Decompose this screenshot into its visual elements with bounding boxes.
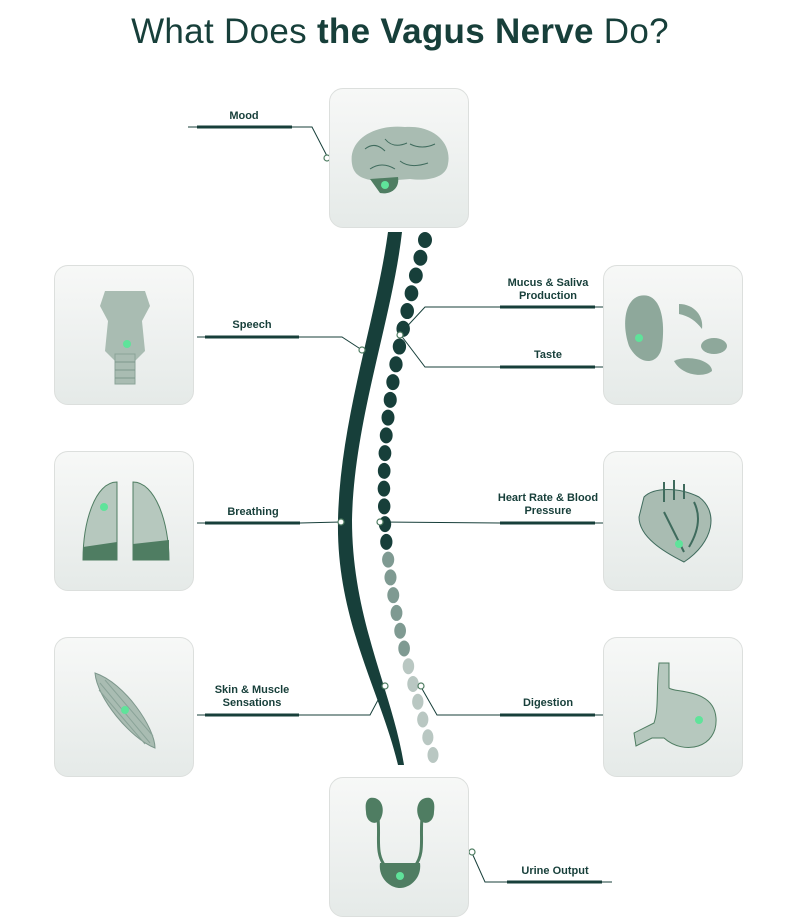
vertebra: [392, 338, 407, 355]
vertebra: [422, 729, 434, 746]
vertebra: [377, 462, 391, 479]
brain-card: [329, 88, 469, 228]
vertebra: [417, 711, 429, 728]
vertebra: [398, 640, 410, 657]
vertebra: [377, 480, 391, 497]
vertebra: [389, 356, 403, 373]
vertebra: [407, 675, 419, 692]
muscle-icon: [94, 672, 156, 749]
heart-card: [603, 451, 743, 591]
stomach-icon: [633, 662, 717, 748]
vertebra: [404, 285, 419, 302]
vertebra: [427, 747, 439, 763]
label-skin-muscle: Skin & Muscle Sensations: [214, 684, 290, 709]
connection-nodes: [323, 154, 476, 856]
larynx-card: [54, 265, 194, 405]
brain-icon: [351, 126, 449, 194]
label-mucus-saliva: Mucus & Saliva Production: [507, 277, 589, 302]
vertebra: [400, 303, 415, 320]
vagus-nerve: [337, 232, 404, 765]
vertebra: [384, 569, 397, 586]
vertebra: [390, 604, 403, 621]
salivary-glands-icon: [625, 295, 727, 375]
larynx-icon: [100, 291, 150, 385]
label-heart: Heart Rate & Blood Pressure: [497, 492, 599, 517]
vertebra: [413, 249, 428, 266]
page-title: What Does the Vagus Nerve Do?: [131, 12, 669, 51]
vertebra: [379, 427, 393, 444]
label-taste: Taste: [534, 349, 562, 361]
vertebra: [386, 374, 400, 391]
stomach-card: [603, 637, 743, 777]
vertebra: [382, 551, 395, 568]
label-digestion: Digestion: [522, 697, 574, 709]
vertebra: [383, 391, 397, 408]
label-speech: Speech: [232, 319, 272, 331]
label-underlines: [197, 125, 602, 884]
label-breathing: Breathing: [227, 506, 279, 518]
vertebra: [378, 445, 392, 462]
salivary-glands-card: [603, 265, 743, 405]
vertebra: [377, 498, 391, 515]
vertebra: [387, 587, 400, 604]
muscle-card: [54, 637, 194, 777]
vertebra: [381, 409, 395, 426]
vertebra: [408, 267, 423, 284]
spinal-column: [377, 232, 439, 763]
kidneys-bladder-icon: [365, 797, 435, 888]
label-urine: Urine Output: [521, 865, 589, 877]
kidneys-bladder-card: [329, 777, 469, 917]
vertebra: [394, 622, 406, 639]
label-mood: Mood: [229, 110, 259, 122]
lungs-icon: [82, 481, 170, 561]
lungs-card: [54, 451, 194, 591]
vertebra: [412, 693, 424, 710]
heart-icon: [638, 480, 712, 563]
vertebra: [402, 658, 415, 675]
vertebra: [418, 232, 432, 248]
vertebra: [380, 533, 393, 550]
